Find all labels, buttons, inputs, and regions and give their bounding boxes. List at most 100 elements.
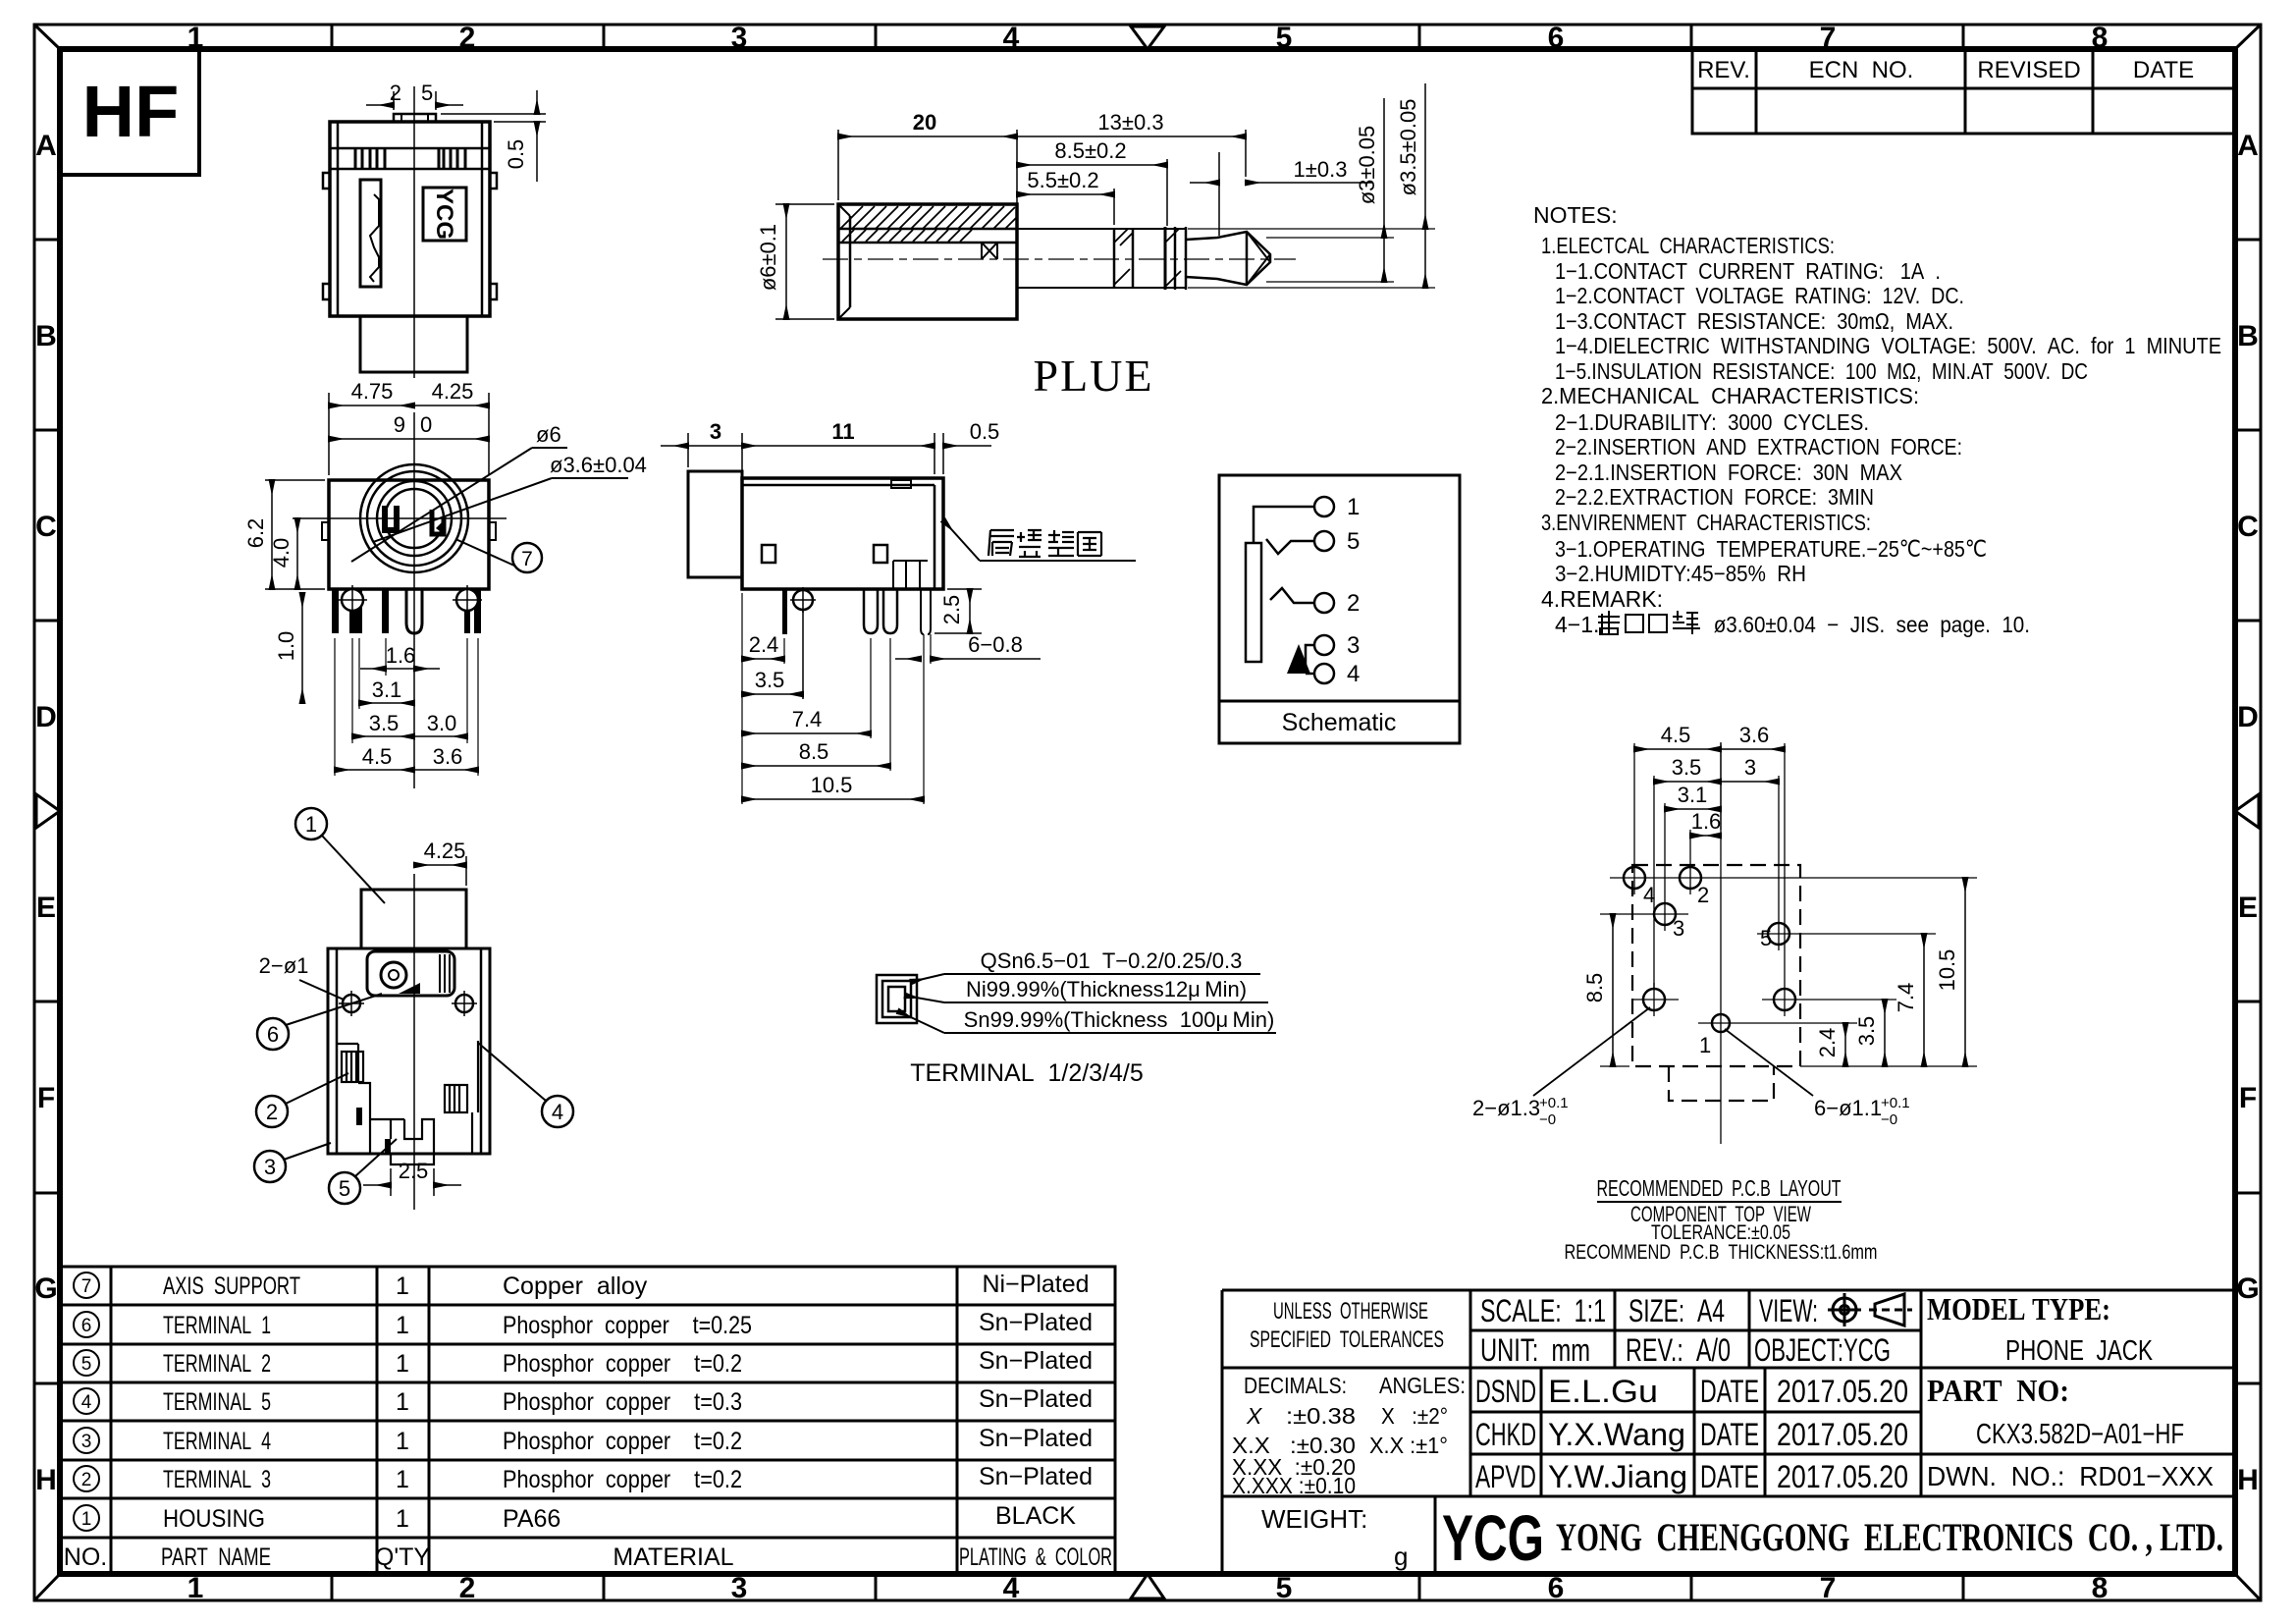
svg-text:3.0: 3.0 — [427, 711, 457, 735]
svg-text:SPECIFIED TOLERANCES: SPECIFIED TOLERANCES — [1250, 1326, 1444, 1353]
svg-text:13±0.3: 13±0.3 — [1097, 110, 1163, 135]
svg-text:5: 5 — [1276, 22, 1293, 54]
svg-text:Copper alloy: Copper alloy — [503, 1272, 648, 1300]
svg-text:2: 2 — [81, 1470, 92, 1490]
svg-text:7: 7 — [81, 1276, 92, 1297]
svg-text:4.25: 4.25 — [432, 379, 474, 404]
svg-text:4: 4 — [1003, 1572, 1020, 1604]
svg-text:2: 2 — [459, 22, 476, 54]
svg-text:7: 7 — [1820, 22, 1837, 54]
svg-text:Y.X.Wang: Y.X.Wang — [1548, 1417, 1685, 1452]
svg-text:1−1.CONTACT CURRENT RATING:: 1−1.CONTACT CURRENT RATING: 1A . — [1555, 258, 1941, 284]
svg-text:0: 0 — [420, 412, 432, 437]
svg-text:G: G — [34, 1272, 57, 1305]
svg-text:2017.05.20: 2017.05.20 — [1777, 1459, 1908, 1494]
svg-text:4: 4 — [552, 1100, 563, 1124]
svg-text:DATE: DATE — [1700, 1417, 1759, 1452]
svg-text:2−2.INSERTION AND EXTRACTION: 2−2.INSERTION AND EXTRACTION FORCE: — [1555, 434, 1962, 460]
svg-text:2.4: 2.4 — [749, 632, 779, 657]
svg-text:6: 6 — [81, 1316, 92, 1336]
svg-text:DSND: DSND — [1475, 1374, 1536, 1409]
svg-text:2017.05.20: 2017.05.20 — [1777, 1374, 1908, 1409]
svg-text:9: 9 — [394, 412, 405, 437]
svg-text:X.X :±0.30: X.X :±0.30 — [1232, 1433, 1356, 1458]
svg-text:APVD: APVD — [1475, 1459, 1536, 1494]
svg-text:2.5: 2.5 — [399, 1159, 429, 1183]
svg-text:8.5: 8.5 — [799, 739, 829, 764]
svg-text:H: H — [35, 1464, 57, 1496]
svg-text:1: 1 — [396, 1388, 409, 1416]
svg-text:1: 1 — [81, 1509, 92, 1530]
svg-text:RECOMMENDED P.C.B LAYOUT: RECOMMENDED P.C.B LAYOUT — [1597, 1175, 1842, 1201]
svg-text:3.6: 3.6 — [433, 744, 463, 769]
svg-text:3−2.HUMIDTY:45−85% RH: 3−2.HUMIDTY:45−85% RH — [1555, 561, 1806, 586]
svg-text:1: 1 — [1347, 494, 1360, 520]
svg-text:TOLERANCE:±0.05: TOLERANCE:±0.05 — [1651, 1221, 1790, 1244]
svg-text:PLUE: PLUE — [1034, 351, 1154, 401]
svg-text:2: 2 — [459, 1572, 476, 1604]
svg-text:B: B — [35, 320, 57, 352]
svg-text:3−1.OPERATING TEMPERATURE.−25: 3−1.OPERATING TEMPERATURE.−25℃~+85℃ — [1555, 536, 1987, 562]
svg-text:4.0: 4.0 — [269, 538, 294, 568]
svg-text:1±0.3: 1±0.3 — [1294, 157, 1348, 182]
svg-text:WEIGHT:: WEIGHT: — [1261, 1504, 1367, 1534]
svg-text:HOUSING: HOUSING — [163, 1505, 265, 1533]
svg-text:Ni99.99%(Thickness12μ Min): Ni99.99%(Thickness12μ Min) — [966, 977, 1247, 1001]
svg-text:7: 7 — [1820, 1572, 1837, 1604]
svg-text:Phosphor copper t=0.2: Phosphor copper t=0.2 — [503, 1466, 742, 1493]
svg-text:Phosphor copper t=0.2: Phosphor copper t=0.2 — [503, 1350, 742, 1378]
svg-text:C: C — [2237, 511, 2259, 543]
svg-text:DWN. NO.: RD01−XXX: DWN. NO.: RD01−XXX — [1927, 1461, 2214, 1491]
svg-text:6: 6 — [1548, 22, 1565, 54]
svg-text:AXIS SUPPORT: AXIS SUPPORT — [163, 1272, 300, 1300]
svg-text:3.1: 3.1 — [372, 677, 402, 702]
svg-text:NO.: NO. — [64, 1543, 107, 1571]
svg-text:3: 3 — [264, 1155, 276, 1179]
svg-text:Sn−Plated: Sn−Plated — [979, 1425, 1093, 1452]
svg-text:HF: HF — [82, 71, 180, 152]
svg-text:1.0: 1.0 — [274, 631, 298, 662]
svg-text:Phosphor copper t=0.3: Phosphor copper t=0.3 — [503, 1388, 742, 1416]
svg-text:VIEW:: VIEW: — [1759, 1293, 1818, 1328]
svg-text:TERMINAL 1/2/3/4/5: TERMINAL 1/2/3/4/5 — [910, 1059, 1144, 1087]
svg-text:−0: −0 — [1539, 1111, 1556, 1128]
svg-text:4: 4 — [1643, 883, 1655, 907]
svg-text:NOTES:: NOTES: — [1533, 202, 1618, 228]
svg-text:7.4: 7.4 — [792, 707, 823, 731]
svg-text:3.5: 3.5 — [1854, 1016, 1879, 1047]
svg-text:ANGLES:: ANGLES: — [1379, 1373, 1466, 1398]
svg-text:5: 5 — [339, 1176, 350, 1201]
svg-text:UNIT: mm: UNIT: mm — [1480, 1332, 1590, 1368]
svg-text:ECN NO.: ECN NO. — [1809, 57, 1914, 83]
svg-text:A: A — [35, 130, 57, 162]
svg-text:1: 1 — [396, 1272, 409, 1300]
svg-text:Y.W.Jiang: Y.W.Jiang — [1548, 1459, 1687, 1494]
svg-text:D: D — [35, 701, 57, 733]
svg-text:10.5: 10.5 — [811, 773, 853, 797]
svg-text:Sn−Plated: Sn−Plated — [979, 1309, 1093, 1336]
svg-text:3.ENVIRENMENT CHARACTERISTICS: 3.ENVIRENMENT CHARACTERISTICS: — [1541, 510, 1871, 535]
svg-text:4: 4 — [1347, 661, 1360, 687]
svg-text:Phosphor copper t=0.25: Phosphor copper t=0.25 — [503, 1312, 752, 1339]
svg-text:COMPONENT TOP VIEW: COMPONENT TOP VIEW — [1630, 1202, 1811, 1226]
svg-text:MATERIAL: MATERIAL — [613, 1543, 733, 1571]
svg-text:−0: −0 — [1881, 1111, 1897, 1128]
svg-text:1: 1 — [396, 1505, 409, 1533]
svg-text:3: 3 — [1744, 755, 1756, 780]
svg-text:ø6: ø6 — [536, 422, 561, 447]
svg-text:7.4: 7.4 — [1894, 983, 1918, 1013]
svg-text:1−5.INSULATION RESISTANCE: 1: 1−5.INSULATION RESISTANCE: 100 MΩ, MIN.A… — [1555, 358, 2088, 384]
svg-text:1−3.CONTACT RESISTANCE: 30mΩ: 1−3.CONTACT RESISTANCE: 30mΩ, MAX. — [1555, 308, 1953, 334]
svg-text:3: 3 — [710, 419, 721, 444]
svg-text:3: 3 — [1347, 632, 1360, 659]
svg-text:TERMINAL 3: TERMINAL 3 — [163, 1466, 271, 1493]
svg-text:X.X :±1°: X.X :±1° — [1369, 1433, 1448, 1458]
svg-text:ø3±0.05: ø3±0.05 — [1355, 126, 1379, 205]
svg-text:X: X — [1246, 1403, 1263, 1429]
svg-text:QSn6.5−01 T−0.2/0.25/0.3: QSn6.5−01 T−0.2/0.25/0.3 — [981, 948, 1243, 973]
svg-text:3.6: 3.6 — [1739, 723, 1770, 747]
svg-text:PHONE JACK: PHONE JACK — [2005, 1335, 2154, 1367]
svg-text:7: 7 — [521, 548, 533, 570]
svg-text:6: 6 — [267, 1022, 279, 1047]
svg-text:5: 5 — [1347, 528, 1360, 555]
